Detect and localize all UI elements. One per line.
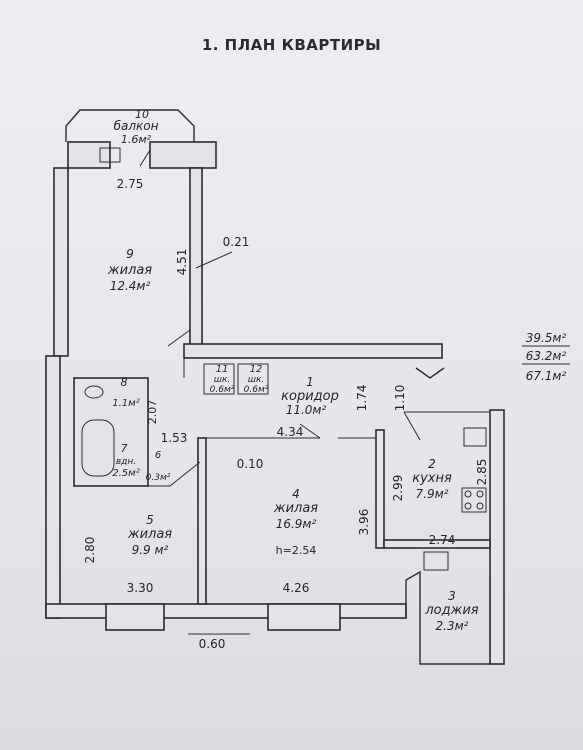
wall-left-lower — [45, 355, 61, 619]
ceiling-height: h=2.54 — [276, 544, 317, 557]
page-title: 1. ПЛАН КВАРТИРЫ — [201, 36, 382, 54]
summary-total-balcony: 67.1м² — [526, 369, 567, 383]
bathtub — [81, 419, 115, 477]
dim-4-26: 4.26 — [283, 581, 310, 595]
closet-12 — [237, 363, 269, 395]
wall-kitchen-left — [375, 429, 385, 549]
wall-kitchen-bottom — [383, 539, 491, 549]
dim-leader-021 — [195, 251, 233, 269]
room4-area: 16.9м² — [276, 517, 317, 531]
wall-right — [489, 409, 505, 665]
dim-3-96: 3.96 — [357, 509, 371, 536]
window-bottom-left — [105, 603, 165, 631]
balcony-outline — [65, 109, 195, 142]
room5-area: 9.9 м² — [132, 543, 169, 557]
window-bottom-mid — [267, 603, 341, 631]
stove — [461, 487, 487, 513]
wall-room9-top-left — [67, 141, 111, 169]
wall-loggia — [405, 570, 490, 665]
room6-num: 6 — [155, 450, 161, 461]
room1-name: коридор — [281, 389, 339, 404]
room12-name: шк. — [248, 375, 265, 385]
summary-living: 39.5м² — [526, 331, 567, 345]
door-room4-swing — [299, 423, 321, 439]
room1-area: 11.0м² — [286, 403, 327, 417]
room10-area: 1.6м² — [121, 133, 152, 146]
room11-area: 0.6м² — [210, 385, 235, 395]
room5-num: 5 — [146, 513, 154, 527]
dim-1-53: 1.53 — [161, 431, 188, 445]
room2-num: 2 — [428, 457, 436, 471]
wall-room4-left — [197, 437, 207, 605]
wall-corridor-top — [183, 343, 443, 359]
dim-4-51: 4.51 — [175, 249, 189, 276]
dim-3-30: 3.30 — [127, 581, 154, 595]
room9-name: жилая — [107, 263, 152, 278]
vent-shaft — [415, 367, 445, 379]
door-room5-swing — [169, 461, 201, 487]
door-kitchen-swing — [403, 411, 421, 441]
sink — [463, 427, 487, 447]
dim-0-10: 0.10 — [237, 457, 264, 471]
dim-1-74: 1.74 — [355, 385, 369, 412]
room5-name: жилая — [127, 527, 172, 542]
balcony-door — [99, 147, 121, 163]
room9-area: 12.4м² — [110, 279, 151, 293]
room2-name: кухня — [412, 471, 452, 486]
wall-bottom — [45, 603, 407, 619]
toilet — [84, 385, 104, 399]
room6-area: 0.3м² — [146, 473, 171, 483]
room7-name: вдн. — [116, 457, 136, 467]
door-balcony-swing — [139, 149, 151, 167]
room1-num: 1 — [306, 375, 314, 389]
room3-name: лоджия — [424, 603, 478, 618]
room4-num: 4 — [292, 487, 300, 501]
room11-num: 11 — [216, 364, 229, 375]
room2-area: 7.9м² — [416, 487, 449, 501]
room8-area: 1.1м² — [112, 398, 139, 409]
wall-room9-top-right — [149, 141, 217, 169]
room7-area: 2.5м² — [112, 468, 139, 479]
loggia-door — [423, 551, 449, 571]
room8-num: 8 — [121, 376, 128, 389]
door-room9-swing — [167, 329, 191, 347]
dim-0-21: 0.21 — [223, 235, 250, 249]
summary-total: 63.2м² — [526, 349, 567, 363]
room12-num: 12 — [250, 364, 263, 375]
dim-2-07: 2.07 — [146, 400, 159, 425]
room9-num: 9 — [126, 247, 134, 261]
dim-0-60: 0.60 — [199, 637, 226, 651]
dim-2-99: 2.99 — [391, 475, 405, 502]
wall-room9-right — [189, 167, 203, 349]
dim-2-80: 2.80 — [83, 537, 97, 564]
room10-name: балкон — [114, 119, 159, 133]
dim-2-85: 2.85 — [475, 459, 489, 486]
room10-num: 10 — [135, 108, 149, 121]
room7-num: 7 — [121, 442, 128, 455]
room12-area: 0.6м² — [244, 385, 269, 395]
dim-4-34: 4.34 — [277, 425, 304, 439]
room3-num: 3 — [448, 589, 456, 603]
dim-2-74: 2.74 — [429, 533, 456, 547]
wall-bath-block — [73, 377, 149, 487]
room4-name: жилая — [273, 501, 318, 516]
wall-left-upper — [53, 167, 69, 357]
room11-name: шк. — [214, 375, 231, 385]
dim-2-75: 2.75 — [117, 177, 144, 191]
dim-1-10: 1.10 — [393, 385, 407, 412]
room3-area: 2.3м² — [436, 619, 469, 633]
closet-11 — [203, 363, 235, 395]
